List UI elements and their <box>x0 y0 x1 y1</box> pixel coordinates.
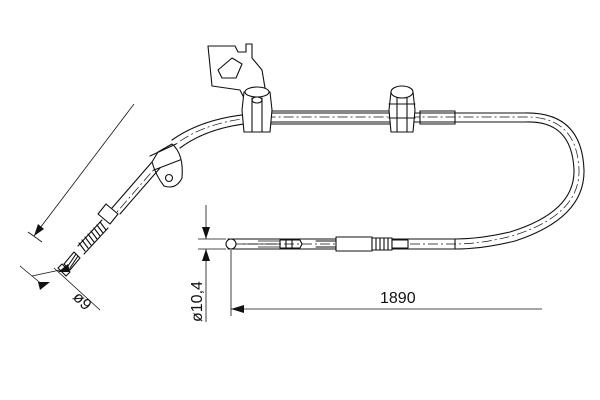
cable-sheath <box>171 112 585 250</box>
diameter-dimension <box>198 205 226 322</box>
upper-sleeve <box>269 110 456 125</box>
diagonal-extension <box>27 103 135 243</box>
cable-clip <box>388 85 416 133</box>
end-diameter-label: ø9 <box>69 289 94 314</box>
length-dimension <box>230 250 542 316</box>
length-dimension-label: 1890 <box>380 290 416 307</box>
end-diameter-dimension <box>19 264 101 311</box>
mounting-bracket <box>207 43 273 133</box>
right-cable-end <box>225 236 456 252</box>
cable-centerline <box>109 116 580 245</box>
left-cable-end <box>57 161 161 277</box>
grommet <box>149 143 183 188</box>
cable-diameter-label: ø10,4 <box>189 281 206 322</box>
